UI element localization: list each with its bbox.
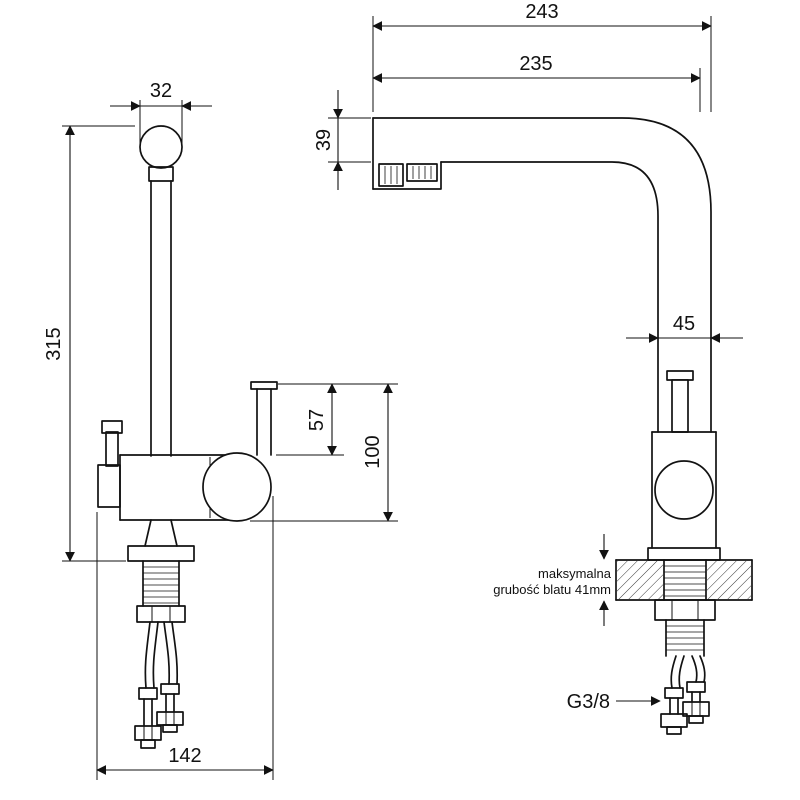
handle-valve-front	[97, 464, 121, 508]
countertop-note-line2: grubość blatu 41mm	[493, 582, 611, 597]
dim-spout-reach-label: 235	[519, 53, 552, 75]
hose-fitting-side-left	[660, 687, 688, 735]
front-view-outline	[97, 125, 278, 749]
dim-side-spout-upper-label: 57	[306, 409, 328, 431]
aerator-detail	[378, 163, 438, 187]
dim-overall-height: 315	[43, 125, 135, 562]
mounting-nut-front	[136, 605, 186, 623]
hose-fitting-right	[156, 683, 184, 733]
dim-side-spout-total-label: 100	[362, 435, 384, 468]
dim-spout-height: 39	[313, 90, 371, 190]
dim-spout-reach: 235	[372, 53, 701, 112]
dim-overall-depth-label: 243	[525, 1, 558, 23]
side-view: 243 235 39 45 maksymalna	[313, 1, 753, 735]
mounting-nut-side	[654, 599, 716, 621]
handle-lever-side	[671, 379, 689, 433]
dim-head-width-label: 32	[150, 80, 172, 102]
dim-side-spout: 57 100	[250, 383, 398, 522]
body-joint-side	[654, 460, 714, 520]
dim-body-depth: 45	[626, 313, 743, 343]
base-flange-front	[127, 545, 195, 562]
side-spout-cap	[250, 381, 278, 390]
countertop-note-line1: maksymalna	[538, 566, 612, 581]
front-view: 32 315 57 100 142	[43, 80, 398, 780]
handle-cap-side	[666, 370, 694, 381]
base-flange-side	[647, 547, 721, 561]
supply-hoses-front	[144, 621, 179, 689]
thread-ticks-front	[143, 566, 179, 604]
side-view-outline	[372, 117, 753, 735]
dim-overall-height-label: 315	[43, 327, 65, 360]
hose-fitting-left	[134, 687, 162, 749]
thread-label: G3/8	[567, 691, 610, 713]
dim-footprint-width-label: 142	[168, 745, 201, 767]
dim-body-depth-label: 45	[673, 313, 695, 335]
dim-footprint-width: 142	[96, 496, 274, 780]
countertop-slab	[615, 559, 753, 601]
faucet-head-front	[139, 125, 183, 169]
dim-head-width: 32	[110, 80, 212, 146]
dim-overall-depth: 243	[372, 1, 712, 112]
body-end-front	[202, 452, 272, 522]
hose-fitting-side-right	[682, 681, 710, 724]
thread-label-group: G3/8	[567, 691, 661, 713]
countertop-note: maksymalna grubość blatu 41mm	[493, 534, 612, 626]
supply-hoses-side	[670, 655, 706, 689]
dim-spout-height-label: 39	[313, 129, 335, 151]
